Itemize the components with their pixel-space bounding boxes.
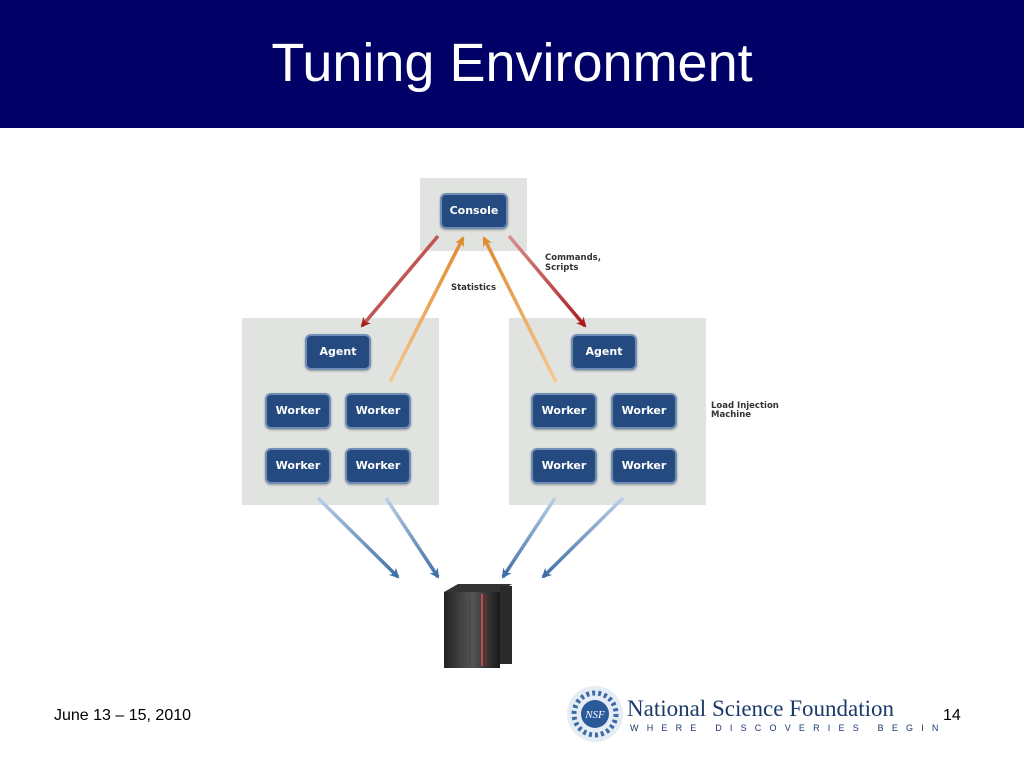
nsf-logo-name: National Science Foundation <box>627 696 894 721</box>
slide-title: Tuning Environment <box>271 33 753 93</box>
machine-label: Machine <box>711 410 752 420</box>
footer-date: June 13 – 15, 2010 <box>54 707 192 724</box>
agent-box-right: Agent <box>571 334 637 370</box>
statistics-arrow-left <box>388 236 465 383</box>
console-box: Console <box>440 193 508 229</box>
nsf-logo-tagline: WHERE DISCOVERIES BEGIN <box>630 723 947 733</box>
worker-box-left-4: Worker <box>345 448 411 484</box>
worker-box-right-2: Worker <box>611 393 677 429</box>
load-arrow-1 <box>316 496 400 579</box>
svg-text:NSF: NSF <box>584 709 605 721</box>
worker-box-left-1: Worker <box>265 393 331 429</box>
load-arrow-2 <box>384 497 440 579</box>
commands-label: Commands, <box>545 253 601 263</box>
worker-box-left-2: Worker <box>345 393 411 429</box>
worker-box-right-1: Worker <box>531 393 597 429</box>
agent-box-left: Agent <box>305 334 371 370</box>
load-injection-label: Load Injection <box>711 401 779 411</box>
command-arrow-left <box>360 234 440 328</box>
statistics-arrow-right <box>482 236 558 383</box>
worker-box-left-3: Worker <box>265 448 331 484</box>
slide-number: 14 <box>943 707 961 724</box>
statistics-label: Statistics <box>451 283 497 293</box>
scripts-label: Scripts <box>545 263 579 273</box>
worker-box-right-3: Worker <box>531 448 597 484</box>
command-arrow-right <box>507 234 587 328</box>
worker-box-right-4: Worker <box>611 448 677 484</box>
mainframe-server-icon <box>444 584 512 668</box>
load-arrow-3 <box>501 497 557 579</box>
nsf-emblem-icon: NSF <box>567 686 623 742</box>
title-bar <box>0 0 1024 128</box>
load-arrow-4 <box>541 496 625 579</box>
